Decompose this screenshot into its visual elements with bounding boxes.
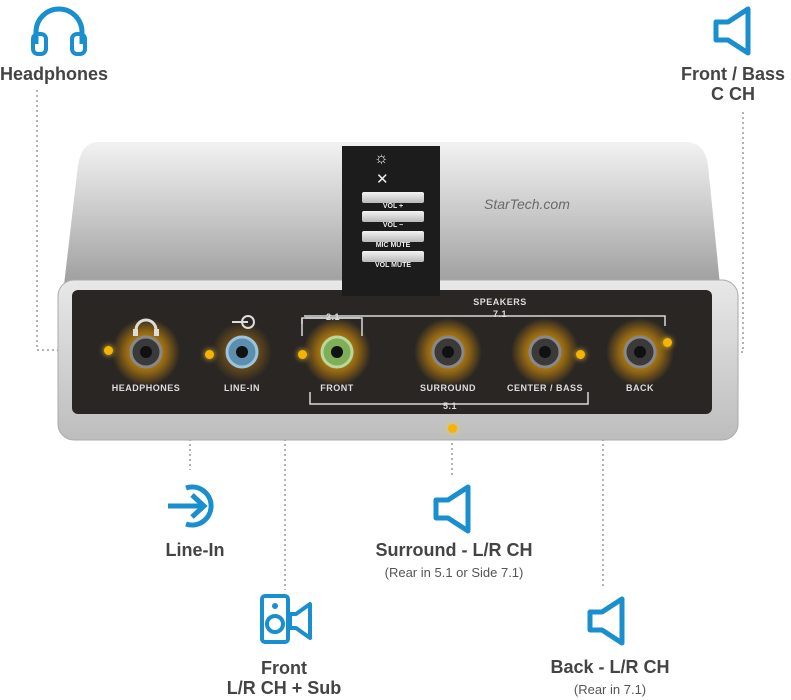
speaker-icon — [433, 484, 471, 534]
jack-label-headphones: HEADPHONES — [111, 383, 181, 393]
headphones-icon — [31, 6, 87, 56]
vol-down-label: VOL − — [382, 222, 404, 229]
front-line1: Front — [261, 658, 307, 678]
surround-note: (Rear in 5.1 or Side 7.1) — [384, 565, 524, 580]
front-speaker-icon — [260, 594, 312, 644]
led-dot — [663, 338, 672, 347]
vol-up-label: VOL + — [382, 203, 404, 210]
vol-down-button[interactable] — [362, 211, 424, 222]
line-in-icon — [168, 484, 214, 528]
brightness-icon: ☼ — [374, 150, 389, 167]
mic-mute-button[interactable] — [362, 231, 424, 242]
front-line2: L/R CH + Sub — [226, 678, 342, 698]
mic-mute-label: MIC MUTE — [375, 242, 411, 249]
jack-label-line-in: LINE-IN — [224, 383, 260, 393]
brand-logo: StarTech.com — [484, 196, 570, 212]
speakers-71-label: 7.1 — [492, 309, 507, 319]
surround-callout: Surround - L/R CH — [375, 540, 533, 560]
speakers-label: SPEAKERS — [473, 297, 527, 307]
vol-mute-button[interactable] — [362, 251, 424, 262]
back-callout: Back - L/R CH — [550, 657, 670, 677]
mic-off-icon: ✕ — [376, 171, 389, 188]
vol-up-button[interactable] — [362, 192, 424, 203]
vol-mute-label: VOL MUTE — [374, 262, 412, 269]
led-dot — [576, 350, 585, 359]
speaker-icon — [713, 6, 751, 56]
jack-label-front: FRONT — [320, 383, 354, 393]
line-in-callout: Line-In — [165, 540, 225, 560]
front-21-label: 2.1 — [325, 312, 340, 322]
jack-label-back: BACK — [626, 383, 654, 393]
led-dot — [104, 346, 113, 355]
jack-label-center-bass: CENTER / BASS — [506, 383, 583, 393]
jack-label-surround: SURROUND — [419, 383, 476, 393]
speaker-icon — [587, 596, 625, 646]
back-note: (Rear in 7.1) — [573, 682, 647, 697]
front-bass-callout: Front / Bass C CH — [660, 64, 791, 104]
led-dot — [298, 350, 307, 359]
bottom-51-label: 5.1 — [442, 401, 457, 411]
front-bass-line2: C CH — [711, 84, 755, 104]
front-callout: Front L/R CH + Sub — [206, 658, 362, 698]
led-dot — [448, 424, 457, 433]
led-dot — [205, 350, 214, 359]
front-bass-line1: Front / Bass — [680, 64, 786, 84]
headphones-callout: Headphones — [0, 64, 109, 84]
